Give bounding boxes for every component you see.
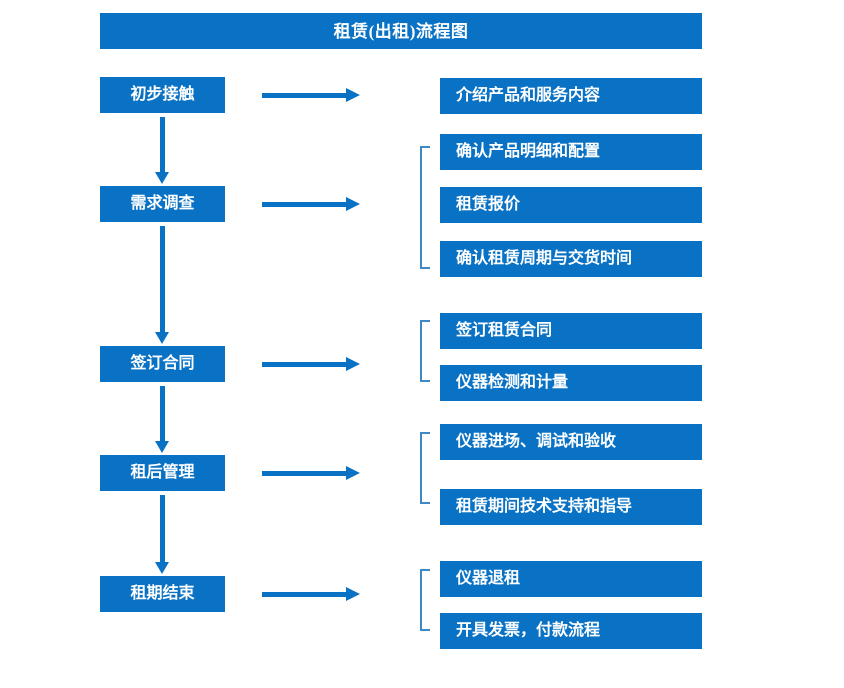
flow-arrow-down-4 <box>155 495 169 574</box>
detail-label: 仪器检测和计量 <box>456 374 569 391</box>
detail-label: 开具发票，付款流程 <box>456 622 601 639</box>
group-bracket-需求调查 <box>420 146 430 269</box>
detail-label: 签订租赁合同 <box>456 322 553 339</box>
stage-label: 需求调查 <box>130 195 195 212</box>
detail-box-10[interactable]: 开具发票，付款流程 <box>440 613 702 649</box>
detail-box-7[interactable]: 仪器进场、调试和验收 <box>440 424 702 460</box>
detail-box-6[interactable]: 仪器检测和计量 <box>440 365 702 401</box>
detail-label: 介绍产品和服务内容 <box>456 87 601 104</box>
stage-label: 租后管理 <box>130 464 195 481</box>
group-bracket-租后管理 <box>420 432 430 504</box>
detail-box-4[interactable]: 确认租赁周期与交货时间 <box>440 241 702 277</box>
detail-label: 仪器退租 <box>456 570 521 587</box>
detail-label: 确认产品明细和配置 <box>456 143 601 160</box>
detail-box-5[interactable]: 签订租赁合同 <box>440 313 702 349</box>
detail-label: 确认租赁周期与交货时间 <box>456 250 633 267</box>
detail-box-1[interactable]: 介绍产品和服务内容 <box>440 78 702 114</box>
stage-label: 租期结束 <box>130 585 195 602</box>
stage-box-需求调查[interactable]: 需求调查 <box>100 186 225 222</box>
detail-box-8[interactable]: 租赁期间技术支持和指导 <box>440 489 702 525</box>
detail-arrow-right-5 <box>262 587 360 601</box>
detail-box-3[interactable]: 租赁报价 <box>440 187 702 223</box>
detail-box-2[interactable]: 确认产品明细和配置 <box>440 134 702 170</box>
stage-label: 初步接触 <box>130 86 195 103</box>
group-bracket-签订合同 <box>420 320 430 382</box>
detail-arrow-right-1 <box>262 88 360 102</box>
detail-label: 仪器进场、调试和验收 <box>456 433 617 450</box>
stage-box-初步接触[interactable]: 初步接触 <box>100 77 225 113</box>
flow-arrow-down-1 <box>155 117 169 184</box>
group-bracket-租期结束 <box>420 569 430 631</box>
detail-box-9[interactable]: 仪器退租 <box>440 561 702 597</box>
page-title: 租赁(出租)流程图 <box>333 21 469 41</box>
detail-label: 租赁期间技术支持和指导 <box>456 498 633 515</box>
stage-label: 签订合同 <box>130 355 195 372</box>
detail-arrow-right-3 <box>262 357 360 371</box>
stage-box-租期结束[interactable]: 租期结束 <box>100 576 225 612</box>
stage-box-签订合同[interactable]: 签订合同 <box>100 346 225 382</box>
flow-arrow-down-2 <box>155 226 169 344</box>
flow-arrow-down-3 <box>155 386 169 453</box>
detail-arrow-right-2 <box>262 197 360 211</box>
stage-box-租后管理[interactable]: 租后管理 <box>100 455 225 491</box>
detail-arrow-right-4 <box>262 466 360 480</box>
diagram-title-banner: 租赁(出租)流程图 <box>100 13 702 49</box>
detail-label: 租赁报价 <box>456 196 521 213</box>
